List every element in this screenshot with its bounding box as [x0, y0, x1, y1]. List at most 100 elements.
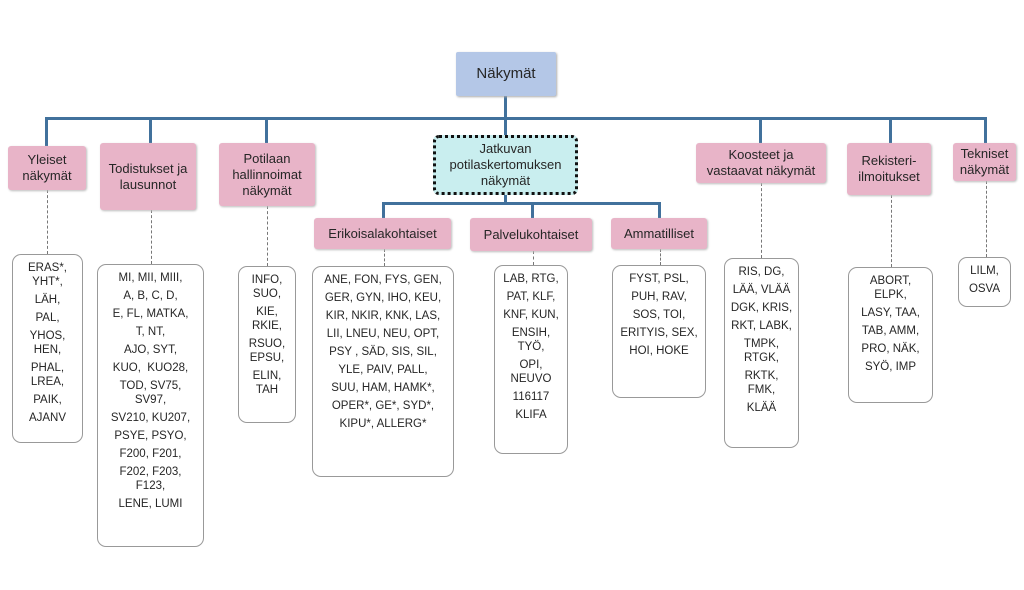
- dashed-connector: [151, 210, 152, 264]
- leaf-palvelu: LAB, RTG, PAT, KLF, KNF, KUN, ENSIH, TYÖ, OP…: [494, 265, 568, 454]
- category-jatkuvan: Jatkuvan potilaskertomuksen näkymät: [433, 135, 578, 195]
- subcategory-erikoisala: Erikoisalakohtaiset: [314, 218, 451, 249]
- view-code-item: A, B, C, D,: [123, 290, 178, 302]
- view-code-item: LÄÄ, VLÄÄ: [732, 284, 791, 296]
- view-code-item: TMPK, RTGK,: [743, 338, 780, 364]
- connector: [658, 202, 661, 218]
- connector: [889, 117, 892, 143]
- view-code-item: GER, GYN, IHO, KEU,: [324, 292, 442, 304]
- view-code-item: SV210, KU207,: [110, 412, 191, 424]
- connector: [45, 117, 987, 120]
- view-code-item: KLÄÄ: [746, 402, 777, 414]
- view-code-item: SUU, HAM, HAMK*,: [331, 382, 435, 394]
- root-node: Näkymät: [456, 52, 556, 96]
- view-code-item: SYÖ, IMP: [864, 361, 917, 373]
- view-code-item: KIR, NKIR, KNK, LAS,: [325, 310, 441, 322]
- dashed-connector: [267, 206, 268, 266]
- view-code-item: LAB, RTG,: [503, 273, 559, 285]
- view-code-item: RKT, LABK,: [731, 320, 792, 332]
- view-code-item: F202, F203, F123,: [119, 466, 182, 492]
- dashed-connector: [891, 195, 892, 267]
- subcategory-palvelu: Palvelukohtaiset: [470, 218, 592, 251]
- view-code-item: LASY, TAA,: [861, 307, 920, 319]
- connector: [504, 96, 507, 136]
- view-code-item: KLIFA: [515, 409, 547, 421]
- view-code-item: PHAL, LREA,: [30, 362, 65, 388]
- view-code-item: LÄH,: [34, 294, 61, 306]
- view-code-item: INFO, SUO,: [251, 274, 283, 300]
- view-code-item: MI, MII, MIII,: [118, 272, 183, 284]
- dashed-connector: [533, 251, 534, 265]
- dashed-connector: [384, 249, 385, 266]
- view-code-item: KIPU*, ALLERG*: [339, 418, 427, 430]
- view-code-item: ERITYIS, SEX,: [620, 327, 698, 339]
- view-code-item: KIE, RKIE,: [251, 306, 283, 332]
- view-code-item: DGK, KRIS,: [730, 302, 793, 314]
- view-code-item: KNF, KUN,: [503, 309, 559, 321]
- dashed-connector: [47, 190, 48, 254]
- leaf-ammatilliset: FYST, PSL, PUH, RAV, SOS, TOI, ERITYIS, SEX…: [612, 265, 706, 398]
- leaf-erikoisala: ANE, FON, FYS, GEN, GER, GYN, IHO, KEU, KI…: [312, 266, 454, 477]
- view-code-item: ELIN, TAH: [252, 370, 282, 396]
- connector: [531, 202, 534, 218]
- view-code-item: PAIK,: [33, 394, 62, 406]
- connector: [45, 117, 48, 146]
- leaf-yleiset: ERAS*, YHT*, LÄH, PAL, YHOS, HEN, PHAL, LREA…: [12, 254, 83, 443]
- subcategory-ammatilliset: Ammatilliset: [611, 218, 707, 249]
- view-code-item: OPI, NEUVO: [510, 359, 552, 385]
- view-code-item: LENE, LUMI: [118, 498, 183, 510]
- view-code-item: RIS, DG,: [738, 266, 785, 278]
- category-potilaan: Potilaan hallinnoimat näkymät: [219, 143, 315, 206]
- view-code-item: SOS, TOI,: [632, 309, 686, 321]
- view-code-item: FYST, PSL,: [629, 273, 689, 285]
- view-code-item: HOI, HOKE: [629, 345, 689, 357]
- view-code-item: TOD, SV75, SV97,: [119, 380, 182, 406]
- dashed-connector: [986, 181, 987, 257]
- leaf-rekisteri: ABORT, ELPK, LASY, TAA, TAB, AMM, PRO, NÄK,…: [848, 267, 933, 403]
- leaf-todistukset: MI, MII, MIII, A, B, C, D, E, FL, MATKA, T,…: [97, 264, 204, 547]
- view-code-item: OPER*, GE*, SYD*,: [331, 400, 435, 412]
- leaf-koosteet: RIS, DG, LÄÄ, VLÄÄ DGK, KRIS, RKT, LABK, TMP…: [724, 258, 799, 448]
- connector: [382, 202, 661, 205]
- view-code-item: KUO, KUO28,: [112, 362, 189, 374]
- view-code-item: LILM,: [970, 265, 999, 277]
- connector: [265, 117, 268, 143]
- view-code-item: PSY , SÄD, SIS, SIL,: [329, 346, 437, 358]
- view-code-item: ANE, FON, FYS, GEN,: [324, 274, 442, 286]
- connector: [382, 202, 385, 218]
- leaf-tekniset: LILM, OSVA: [958, 257, 1011, 307]
- view-code-item: AJANV: [28, 412, 67, 424]
- view-code-item: ABORT, ELPK,: [869, 275, 912, 301]
- view-code-item: PAL,: [35, 312, 60, 324]
- view-code-item: E, FL, MATKA,: [112, 308, 189, 320]
- connector: [984, 117, 987, 143]
- category-todistukset: Todistukset ja lausunnot: [100, 143, 196, 210]
- view-code-item: TAB, AMM,: [861, 325, 920, 337]
- view-code-item: OSVA: [968, 283, 1001, 295]
- category-yleiset: Yleiset näkymät: [8, 146, 86, 190]
- view-code-item: 116117: [512, 391, 550, 403]
- view-code-item: RKTK, FMK,: [744, 370, 779, 396]
- view-code-item: YHOS, HEN,: [29, 330, 66, 356]
- view-code-item: F200, F201,: [119, 448, 182, 460]
- category-tekniset: Tekniset näkymät: [953, 143, 1016, 181]
- view-code-item: YLE, PAIV, PALL,: [338, 364, 428, 376]
- leaf-potilaan: INFO, SUO, KIE, RKIE, RSUO, EPSU, ELIN, TAH: [238, 266, 296, 423]
- category-koosteet: Koosteet ja vastaavat näkymät: [696, 143, 826, 183]
- view-code-item: AJO, SYT,: [123, 344, 178, 356]
- view-code-item: ERAS*, YHT*,: [28, 262, 67, 288]
- connector: [759, 117, 762, 143]
- view-code-item: T, NT,: [135, 326, 166, 338]
- view-code-item: ENSIH, TYÖ,: [511, 327, 551, 353]
- view-code-item: LII, LNEU, NEU, OPT,: [326, 328, 440, 340]
- view-code-item: RSUO, EPSU,: [248, 338, 286, 364]
- view-code-item: PRO, NÄK,: [861, 343, 920, 355]
- category-rekisteri: Rekisteri- ilmoitukset: [847, 143, 931, 195]
- view-code-item: PUH, RAV,: [631, 291, 687, 303]
- connector: [149, 117, 152, 143]
- connector: [504, 195, 507, 204]
- dashed-connector: [761, 183, 762, 258]
- view-code-item: PSYE, PSYO,: [114, 430, 187, 442]
- view-code-item: PAT, KLF,: [506, 291, 556, 303]
